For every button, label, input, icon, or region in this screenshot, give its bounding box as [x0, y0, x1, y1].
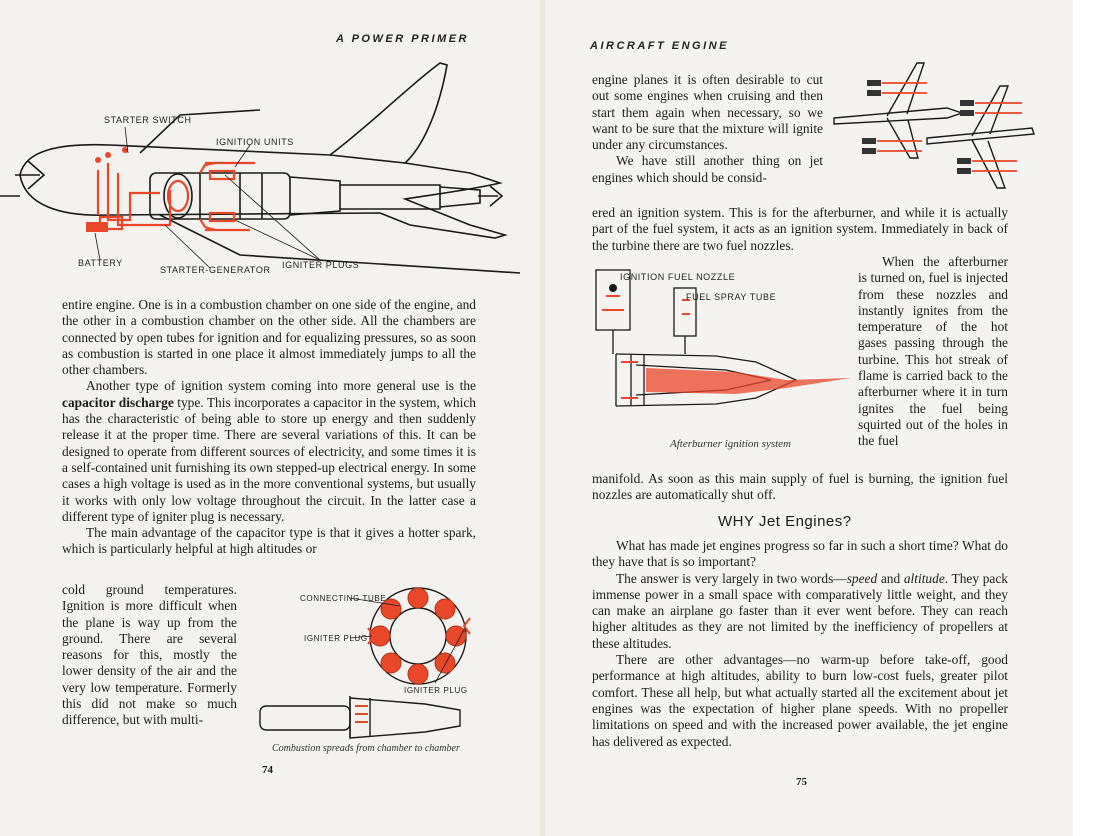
right-page	[545, 0, 1073, 836]
combustion-chamber-diagram	[259, 587, 471, 739]
left-paragraph-3-continued: cold ground temperatures. Ignition is mo…	[62, 582, 237, 728]
page-number-right: 75	[796, 776, 807, 788]
left-page	[0, 0, 540, 836]
right-side-column: When the afterburner is turned on, fuel …	[858, 254, 1008, 450]
label-fuel-spray-tube: FUEL SPRAY TUBE	[686, 292, 777, 302]
left-paragraph-1: entire engine. One is in a combustion ch…	[62, 297, 476, 378]
label-battery: BATTERY	[78, 258, 123, 268]
right-paragraph-1: engine planes it is often desirable to c…	[592, 72, 823, 153]
left-paragraph-3: The main advantage of the capacitor type…	[62, 525, 476, 557]
caption-afterburner-ignition: Afterburner ignition system	[670, 438, 791, 450]
right-paragraph-5: The answer is very largely in two words—…	[592, 570, 1009, 651]
term-capacitor-discharge: capacitor discharge	[62, 394, 174, 410]
caption-combustion-spreads: Combustion spreads from chamber to chamb…	[272, 743, 460, 754]
running-head-left: A POWER PRIMER	[336, 33, 469, 45]
right-full-block-2: manifold. As soon as this main supply of…	[592, 471, 1008, 504]
left-text-block: entire engine. One is in a combustion ch…	[62, 297, 476, 558]
term-speed: speed	[846, 570, 878, 586]
aircraft-ignition-diagram	[0, 62, 521, 274]
right-paragraph-6: There are other advantages—no warm-up be…	[592, 652, 1008, 749]
page-edge	[1073, 0, 1097, 836]
left-narrow-column: cold ground temperatures. Ignition is mo…	[62, 582, 237, 729]
right-narrow-column: engine planes it is often desirable to c…	[592, 72, 823, 186]
running-head-right: AIRCRAFT ENGINE	[590, 40, 729, 52]
section-heading: WHY Jet Engines?	[718, 513, 852, 530]
label-ignition-fuel-nozzle: IGNITION FUEL NOZZLE	[620, 272, 736, 282]
right-full-block: ered an ignition system. This is for the…	[592, 205, 1008, 254]
afterburner-ignition-diagram	[595, 269, 851, 407]
page-number-left: 74	[262, 764, 273, 776]
label-igniter-plug-right: IGNITER PLUG	[404, 686, 468, 695]
label-igniter-plug-left: IGNITER PLUG	[304, 634, 368, 643]
label-ignition-units: IGNITION UNITS	[216, 137, 294, 147]
label-starter-switch: STARTER SWITCH	[104, 115, 192, 125]
right-paragraph-2-continued: ered an ignition system. This is for the…	[592, 205, 1008, 253]
right-paragraph-4: What has made jet engines progress so fa…	[592, 538, 1008, 570]
label-connecting-tube: CONNECTING TUBE	[300, 594, 387, 603]
right-paragraph-2-start: We have still another thing on jet engin…	[592, 153, 823, 185]
label-igniter-plugs: IGNITER PLUGS	[282, 260, 360, 270]
right-paragraph-3: When the afterburner is turned on, fuel …	[858, 254, 1008, 449]
jet-planes-illustration	[833, 62, 1035, 189]
label-starter-generator: STARTER-GENERATOR	[160, 265, 271, 275]
term-altitude: altitude	[903, 570, 945, 586]
right-text-block: What has made jet engines progress so fa…	[592, 538, 1008, 750]
right-paragraph-3-continued: manifold. As soon as this main supply of…	[592, 471, 1008, 503]
left-paragraph-2: Another type of ignition system coming i…	[62, 378, 476, 524]
book-gutter	[540, 0, 545, 836]
